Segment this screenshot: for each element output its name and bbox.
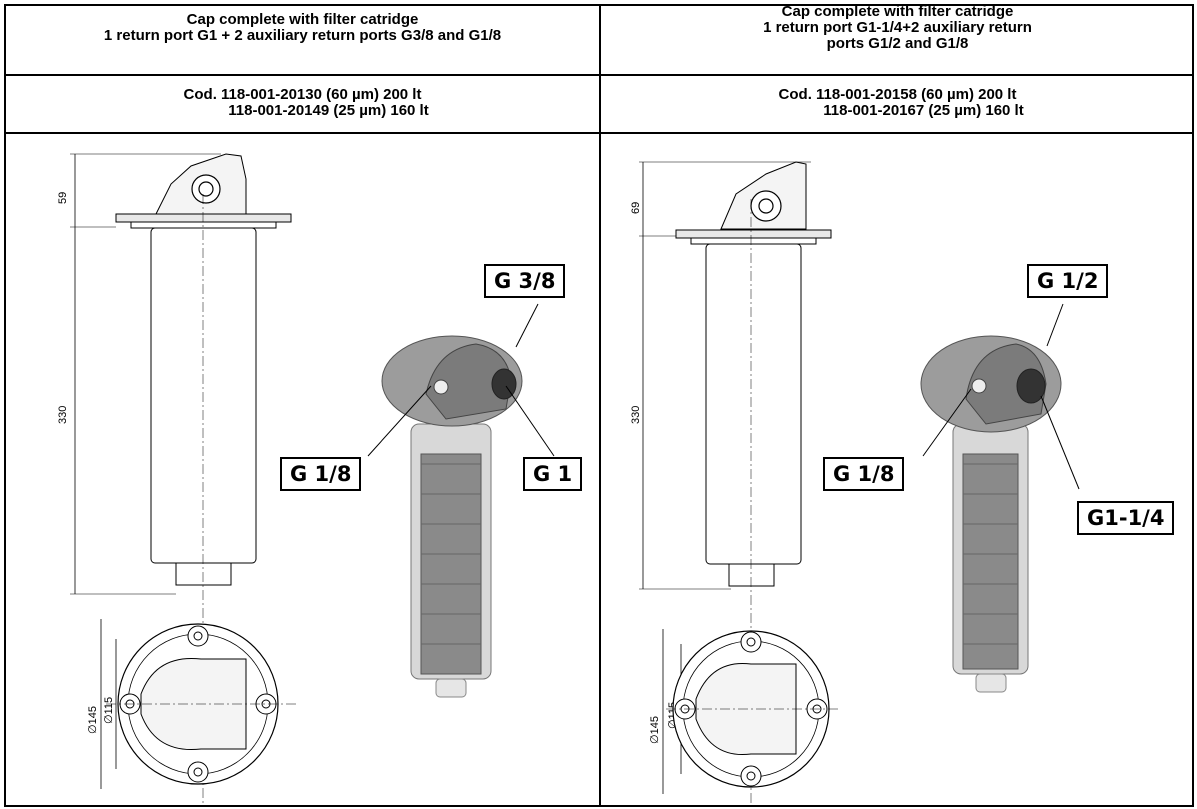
column-1-codes: Cod. 118-001-20130 (60 µm) 200 lt 118-00… — [6, 87, 599, 119]
title-line: 1 return port G1-1/4+2 auxiliary return — [763, 19, 1032, 36]
dim-cap-height: 69 — [630, 202, 642, 214]
callout-left-port: G 1/8 — [280, 457, 362, 491]
dim-body-length: 330 — [57, 406, 69, 424]
callout-left-port: G 1/8 — [823, 457, 905, 491]
filter-3d-render — [920, 335, 1062, 693]
column-2-codes: Cod. 118-001-20158 (60 µm) 200 lt 118-00… — [601, 87, 1194, 119]
column-1-title: Cap complete with filter catridge 1 retu… — [6, 12, 599, 44]
callout-right-port: G1-1/4 — [1077, 501, 1175, 535]
dim-bolt-circle: ∅115 — [103, 697, 115, 724]
dim-outer-diameter: ∅145 — [649, 716, 661, 744]
filter-3d-render — [381, 335, 523, 698]
title-line: Cap complete with filter catridge — [781, 3, 1014, 20]
code-line: Cod. 118-001-20130 (60 µm) 200 lt — [183, 86, 422, 103]
dim-body-length: 330 — [630, 406, 642, 424]
title-line: Cap complete with filter catridge — [186, 11, 419, 28]
code-line: Cod. 118-001-20158 (60 µm) 200 lt — [778, 86, 1017, 103]
dim-cap-height: 59 — [57, 192, 69, 204]
callout-right-port: G 1 — [523, 457, 583, 491]
code-line: 118-001-20149 (25 µm) 160 lt — [228, 102, 429, 119]
code-line: 118-001-20167 (25 µm) 160 lt — [823, 102, 1024, 119]
title-line: 1 return port G1 + 2 auxiliary return po… — [103, 27, 502, 44]
filter-side-view-drawing: 69 330 ∅145 ∅115 — [630, 161, 1080, 804]
column-2-title: Cap complete with filter catridge 1 retu… — [601, 4, 1194, 52]
title-line: ports G1/2 and G1/8 — [826, 35, 969, 52]
callout-top-port: G 1/2 — [1027, 264, 1109, 298]
filter-side-view-drawing: 59 330 ∅145 ∅115 — [57, 153, 555, 804]
callout-top-port: G 3/8 — [484, 264, 566, 298]
dim-outer-diameter: ∅145 — [87, 706, 99, 734]
column-divider — [599, 4, 601, 807]
